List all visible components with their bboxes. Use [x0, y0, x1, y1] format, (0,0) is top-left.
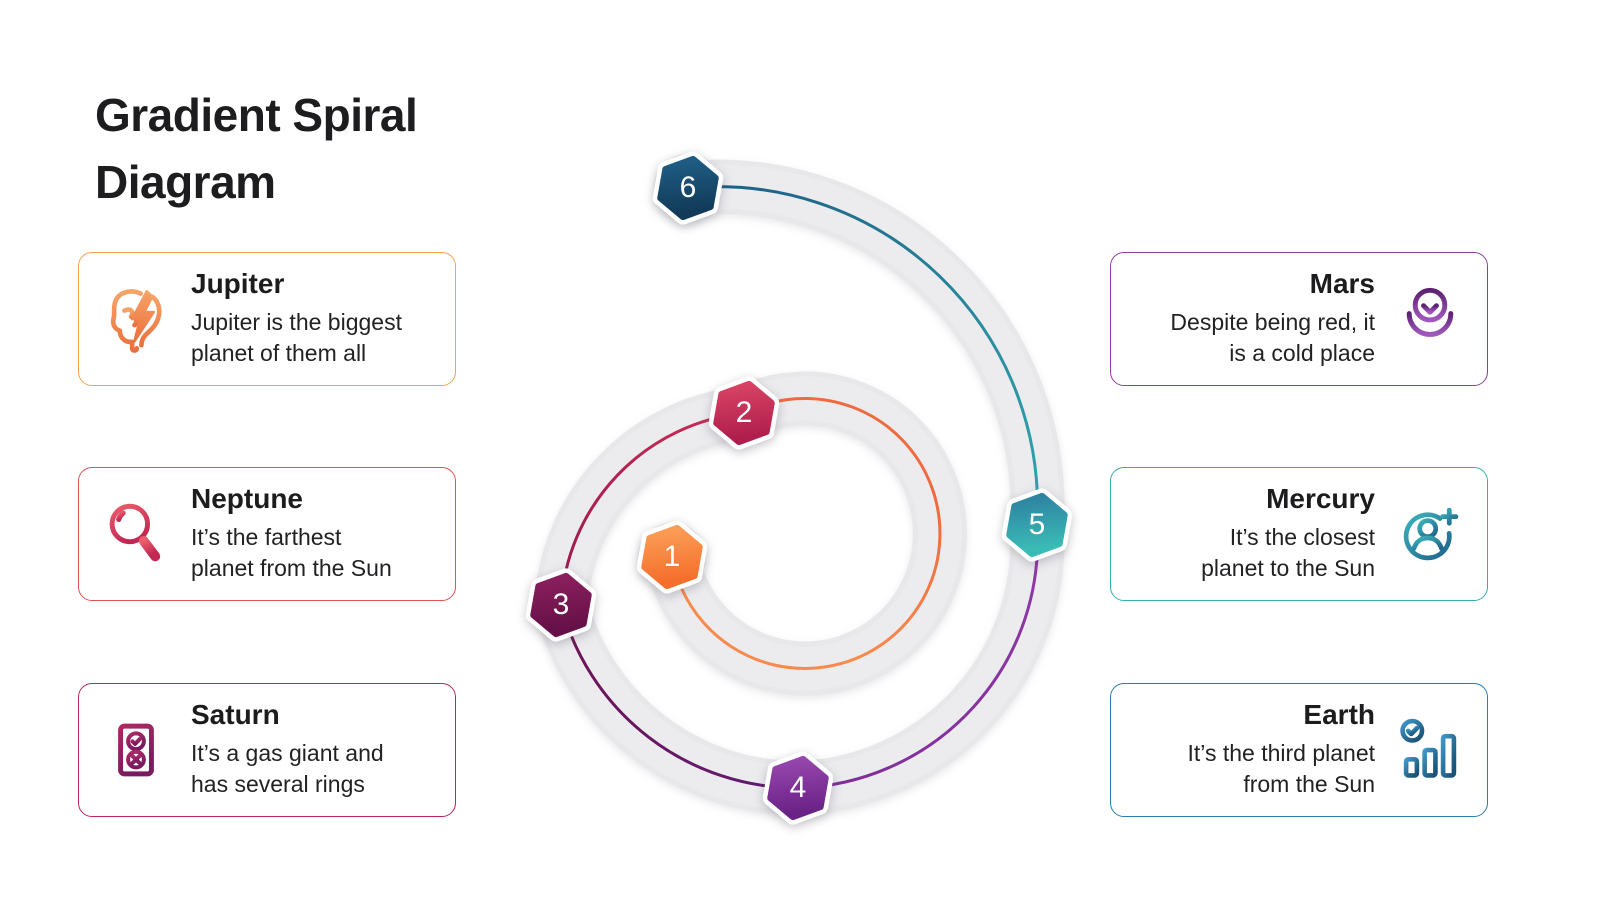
spiral-node-4: 4 — [750, 738, 846, 838]
spiral-node-1: 1 — [624, 507, 720, 607]
card-title: Mercury — [1266, 482, 1375, 514]
card-title: Saturn — [191, 698, 280, 730]
spiral-segment-2-3 — [559, 411, 745, 606]
spiral-node-5: 5 — [989, 475, 1085, 575]
spiral-segment-5-6 — [687, 185, 1040, 526]
card-body: It’s the third planet from the Sun — [1187, 739, 1375, 797]
spiral-segment-4-5 — [797, 524, 1040, 790]
card-mercury: Mercury It’s the closest planet to the S… — [1110, 467, 1488, 601]
node-number: 3 — [552, 588, 570, 621]
spiral-node-2: 2 — [696, 363, 792, 463]
card-neptune: Neptune It’s the farthest planet from th… — [78, 467, 456, 601]
add-user-icon — [1393, 495, 1467, 573]
download-cup-icon — [1393, 280, 1467, 358]
node-number: 5 — [1028, 508, 1046, 541]
brain-bolt-icon — [99, 280, 173, 358]
ballot-check-icon — [99, 711, 173, 789]
card-body: Jupiter is the biggest planet of them al… — [191, 308, 402, 366]
card-body: It’s the farthest planet from the Sun — [191, 523, 392, 581]
spiral-node-6: 6 — [640, 138, 736, 238]
card-title: Neptune — [191, 482, 303, 514]
node-number: 1 — [663, 540, 681, 573]
card-jupiter: Jupiter Jupiter is the biggest planet of… — [78, 252, 456, 386]
card-body: Despite being red, it is a cold place — [1170, 308, 1375, 366]
bar-chart-check-icon — [1393, 711, 1467, 789]
card-saturn: Saturn It’s a gas giant and has several … — [78, 683, 456, 817]
card-mars: Mars Despite being red, it is a cold pla… — [1110, 252, 1488, 386]
spiral-segment-1-2 — [670, 397, 942, 670]
card-earth: Earth It’s the third planet from the Sun — [1110, 683, 1488, 817]
spiral-band — [533, 154, 1065, 816]
node-number: 2 — [735, 396, 753, 429]
magnifier-icon — [99, 495, 173, 573]
spiral-node-3: 3 — [513, 555, 609, 655]
node-number: 6 — [679, 171, 697, 204]
card-title: Jupiter — [191, 267, 285, 299]
node-number: 4 — [789, 771, 807, 804]
card-title: Earth — [1303, 698, 1375, 730]
card-body: It’s a gas giant and has several rings — [191, 739, 384, 797]
card-body: It’s the closest planet to the Sun — [1201, 523, 1375, 581]
card-title: Mars — [1309, 267, 1375, 299]
page-title: Gradient Spiral Diagram — [95, 89, 418, 208]
spiral-segment-3-4 — [559, 604, 799, 790]
